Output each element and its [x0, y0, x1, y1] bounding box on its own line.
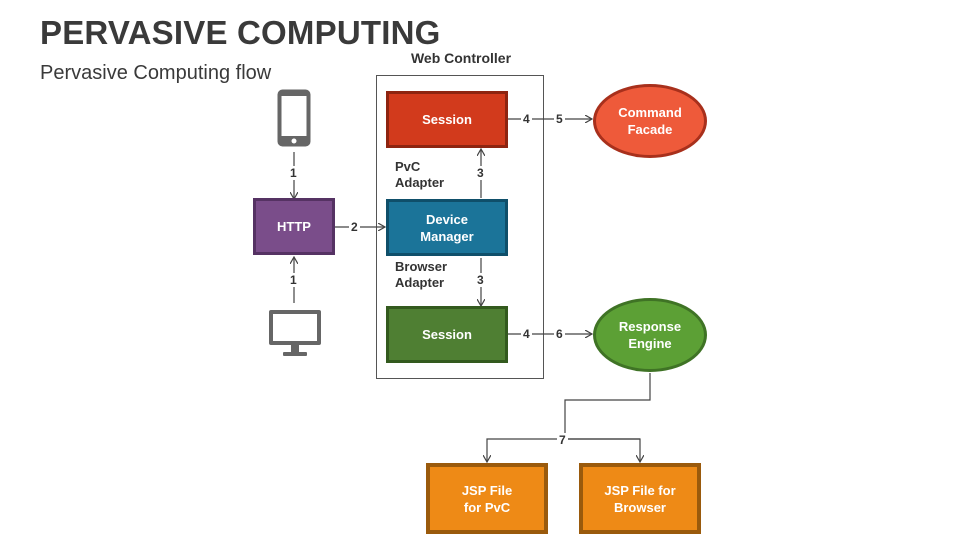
response-engine-node: Response Engine [593, 298, 707, 372]
pvc-adapter-label: PvC Adapter [395, 159, 445, 190]
command-facade-node: Command Facade [593, 84, 707, 158]
session-bottom-node: Session [386, 306, 508, 363]
step-label-session-top-out: 4 [521, 112, 532, 126]
session-top-node: Session [386, 91, 508, 148]
page-subtitle: Pervasive Computing flow [40, 62, 272, 84]
arrow-to-jsp-browser [565, 438, 640, 462]
smartphone-icon [277, 89, 311, 147]
line-response-engine-down [564, 373, 651, 439]
step-label-response-engine: 6 [554, 327, 565, 341]
step-label-session-bottom-out: 4 [521, 327, 532, 341]
device-manager-node: Device Manager [386, 199, 508, 256]
desktop-monitor-icon [269, 310, 321, 356]
step-label-http-dm: 2 [349, 220, 360, 234]
step-label-dm-session-bottom: 3 [475, 273, 486, 287]
jsp-file-pvc-node: JSP File for PvC [426, 463, 548, 534]
step-label-phone-http: 1 [288, 166, 299, 180]
step-label-dm-session-top: 3 [475, 166, 486, 180]
step-label-command-facade: 5 [554, 112, 565, 126]
jsp-file-browser-node: JSP File for Browser [579, 463, 701, 534]
http-node: HTTP [253, 198, 335, 255]
page-title: PERVASIVE COMPUTING [40, 14, 441, 51]
step-label-jsp: 7 [557, 433, 568, 447]
step-label-monitor-http: 1 [288, 273, 299, 287]
browser-adapter-label: Browser Adapter [395, 259, 448, 290]
web-controller-label: Web Controller [410, 50, 512, 66]
